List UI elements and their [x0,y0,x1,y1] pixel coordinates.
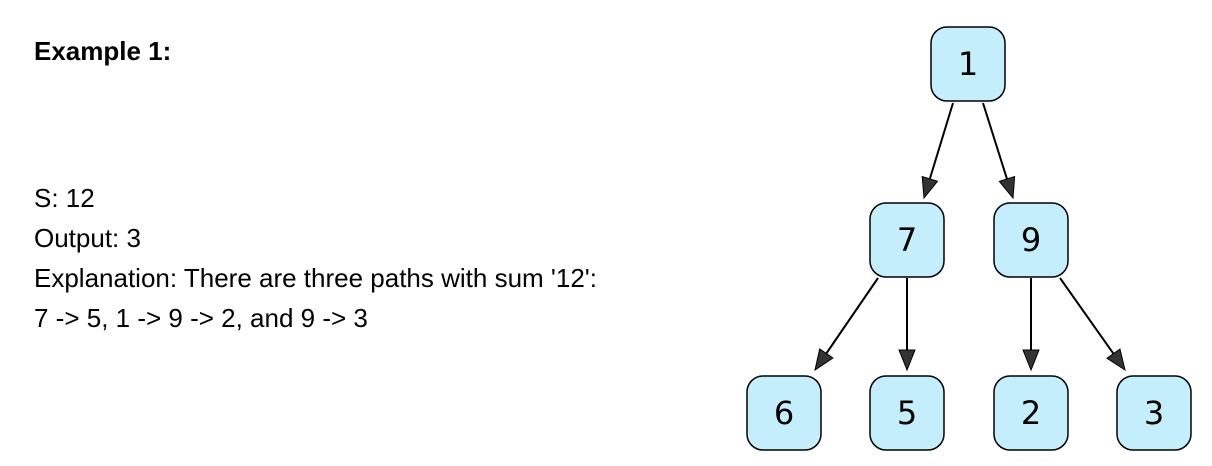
tree-nodes: 1 7 9 6 5 2 3 [746,26,1192,451]
tree-node-2: 2 [993,375,1069,451]
tree-edges [814,102,1126,372]
node-box [1116,375,1192,451]
arrowhead [814,348,834,372]
arrowhead [998,175,1016,200]
node-label: 9 [1021,221,1041,259]
explanation-line: Explanation: There are three paths with … [34,263,597,293]
edge-line [982,102,1008,180]
example-title: Example 1: [34,36,172,66]
node-label: 7 [897,221,917,259]
node-label: 3 [1144,394,1164,432]
node-box [993,202,1069,278]
edge-n7-n5 [898,278,916,372]
node-box [869,375,945,451]
node-box [869,202,945,278]
node-label: 1 [958,45,978,83]
edge-line [1059,277,1115,355]
sum-line: S: 12 [34,183,95,213]
example-description: S: 12 Output: 3 Explanation: There are t… [34,178,597,338]
edge-n9-n3 [1059,277,1126,372]
node-label: 5 [897,394,917,432]
edge-line [825,277,879,355]
node-box [746,375,822,451]
tree-node-6: 6 [746,375,822,451]
node-box [930,26,1006,102]
tree-node-5: 5 [869,375,945,451]
node-label: 6 [774,394,794,432]
edge-line [928,102,954,180]
tree-node-9: 9 [993,202,1069,278]
tree-node-1: 1 [930,26,1006,102]
node-label: 2 [1021,394,1041,432]
arrowhead [898,349,916,372]
arrowhead [921,175,939,200]
tree-node-7: 7 [869,202,945,278]
paths-line: 7 -> 5, 1 -> 9 -> 2, and 9 -> 3 [34,303,368,333]
edge-n1-n7 [921,102,954,200]
arrowhead [1106,348,1126,372]
output-line: Output: 3 [34,223,141,253]
node-box [993,375,1069,451]
tree-node-3: 3 [1116,375,1192,451]
arrowhead [1022,349,1040,372]
edge-n1-n9 [982,102,1016,200]
edge-n9-n2 [1022,278,1040,372]
edge-n7-n6 [814,277,879,372]
